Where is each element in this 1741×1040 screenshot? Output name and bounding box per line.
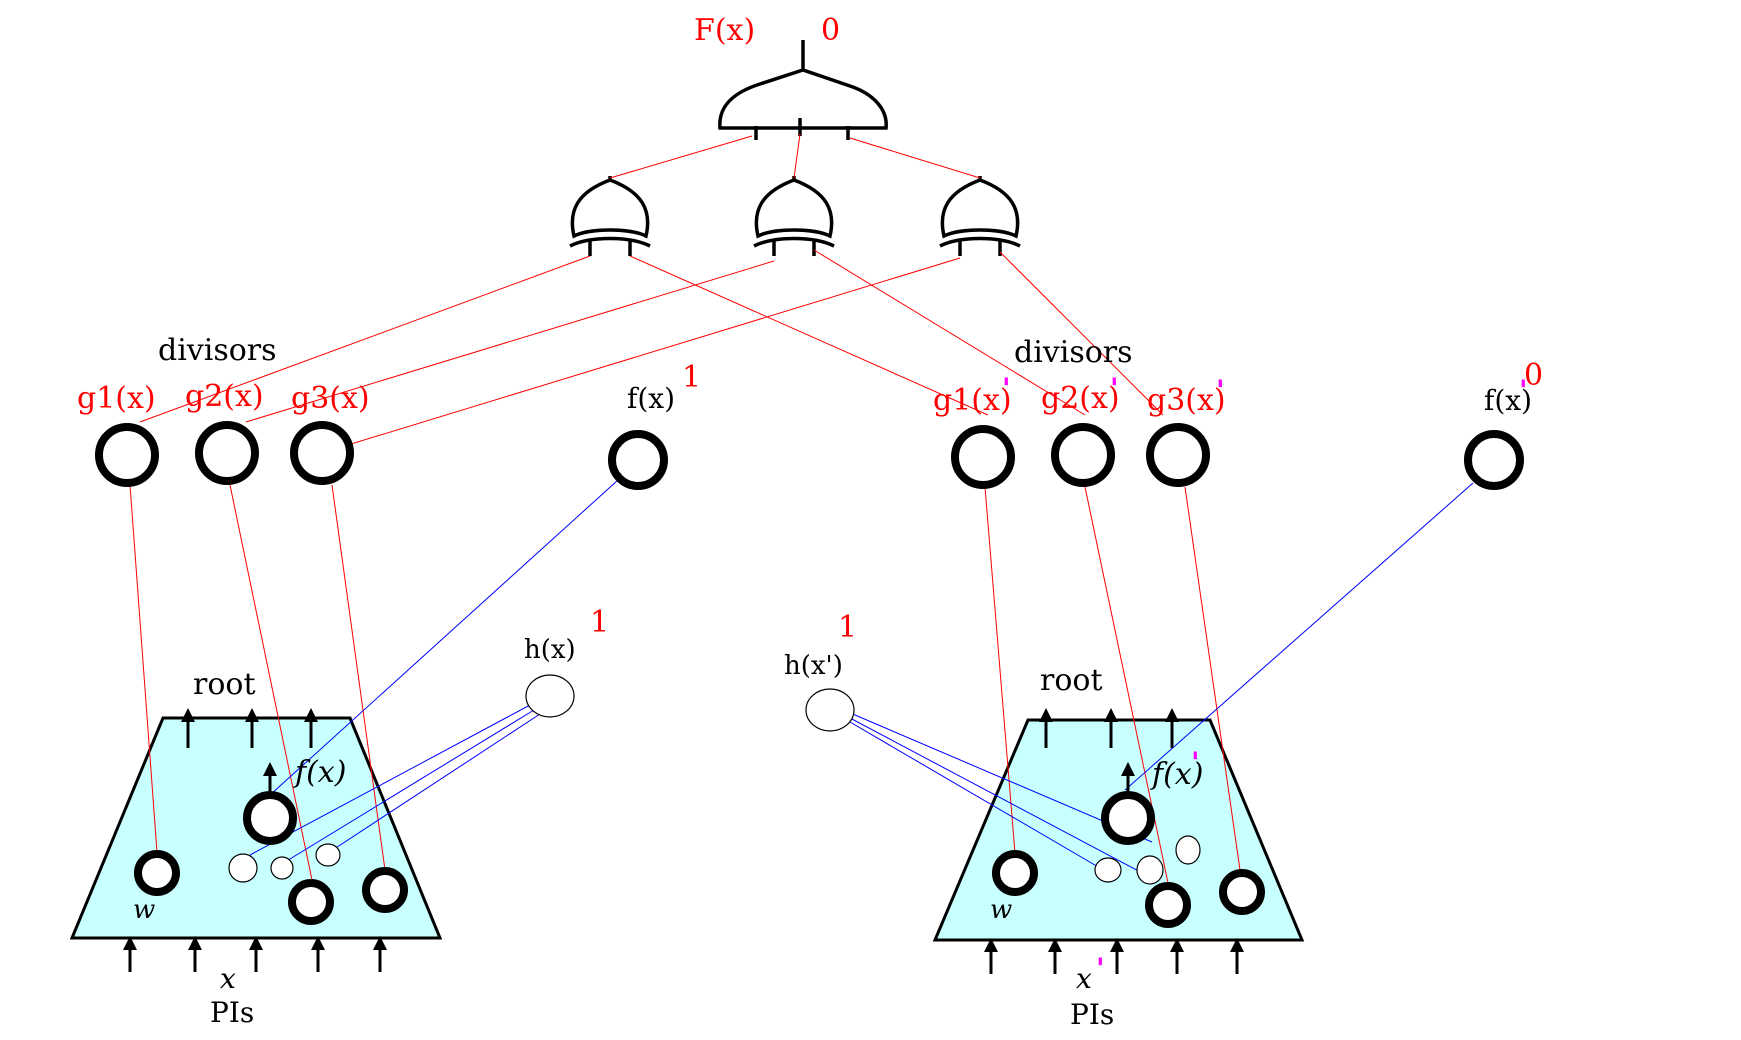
left-h-value: 1 (590, 605, 609, 640)
right-root-label: root (1040, 663, 1103, 698)
right-h-node (805, 688, 855, 732)
left-g3-label: g3(x) (291, 381, 370, 416)
right-pis-label: PIs (1070, 998, 1114, 1031)
left-g2-label: g2(x) (185, 379, 264, 414)
right-network-interior (992, 762, 1265, 928)
right-divisors-label: divisors (1014, 335, 1133, 370)
left-g1-node (95, 423, 159, 487)
left-g1-label: g1(x) (77, 381, 156, 416)
right-inner-f-label: f(x) (1150, 757, 1203, 792)
xor-gate-2 (753, 176, 835, 256)
output-label: F(x) (694, 13, 755, 48)
right-g2-label: g2(x) (1041, 381, 1120, 416)
right-h-value: 1 (838, 610, 857, 645)
right-f-value: 0 (1524, 358, 1543, 393)
left-network-interior (134, 762, 408, 925)
right-root-arrows (1039, 708, 1179, 748)
left-root-arrows (181, 708, 318, 748)
right-g3-node (1146, 423, 1210, 487)
left-f-value: 1 (682, 360, 701, 395)
right-f-node (1464, 430, 1524, 490)
right-g1-label: g1(x) (933, 383, 1012, 418)
left-inner-f-label: f(x) (293, 755, 346, 790)
left-pis-label: PIs (210, 996, 254, 1029)
left-f-label: f(x) (627, 382, 675, 415)
prime-mark-inner-f: ' (1191, 746, 1200, 779)
left-g3-node (290, 421, 354, 485)
f-wires (269, 479, 1474, 796)
right-w-node (992, 850, 1038, 896)
left-w-label: w (133, 895, 155, 925)
left-h-label: h(x) (524, 635, 576, 665)
right-pi-arrows (984, 938, 1244, 974)
left-h-node (525, 674, 575, 718)
prime-mark-g1: ' (1002, 372, 1011, 405)
and-gate (718, 40, 888, 140)
left-w-node (134, 850, 180, 896)
right-g2-node (1051, 423, 1115, 487)
right-x-label: x (1076, 962, 1092, 995)
prime-mark-g3: ' (1216, 374, 1225, 407)
right-g1-node (951, 425, 1015, 489)
left-x-label: x (220, 962, 236, 995)
gate-wires (139, 133, 1164, 445)
right-w-label: w (990, 895, 1012, 925)
xor-gate-1 (569, 176, 651, 256)
prime-mark-g2: ' (1110, 372, 1119, 405)
left-f-node (608, 430, 668, 490)
left-pi-arrows (123, 936, 387, 972)
left-divisors-label: divisors (158, 333, 277, 368)
left-root-label: root (193, 667, 256, 702)
right-f-label: f(x) (1484, 384, 1532, 417)
prime-mark-f: ' (1519, 374, 1528, 407)
prime-mark-x: ' (1096, 952, 1105, 985)
left-g2-node (195, 421, 259, 485)
output-value: 0 (821, 13, 840, 48)
right-h-label: h(x') (784, 651, 843, 681)
xor-gate-3 (939, 176, 1021, 256)
right-g3-label: g3(x) (1147, 383, 1226, 418)
